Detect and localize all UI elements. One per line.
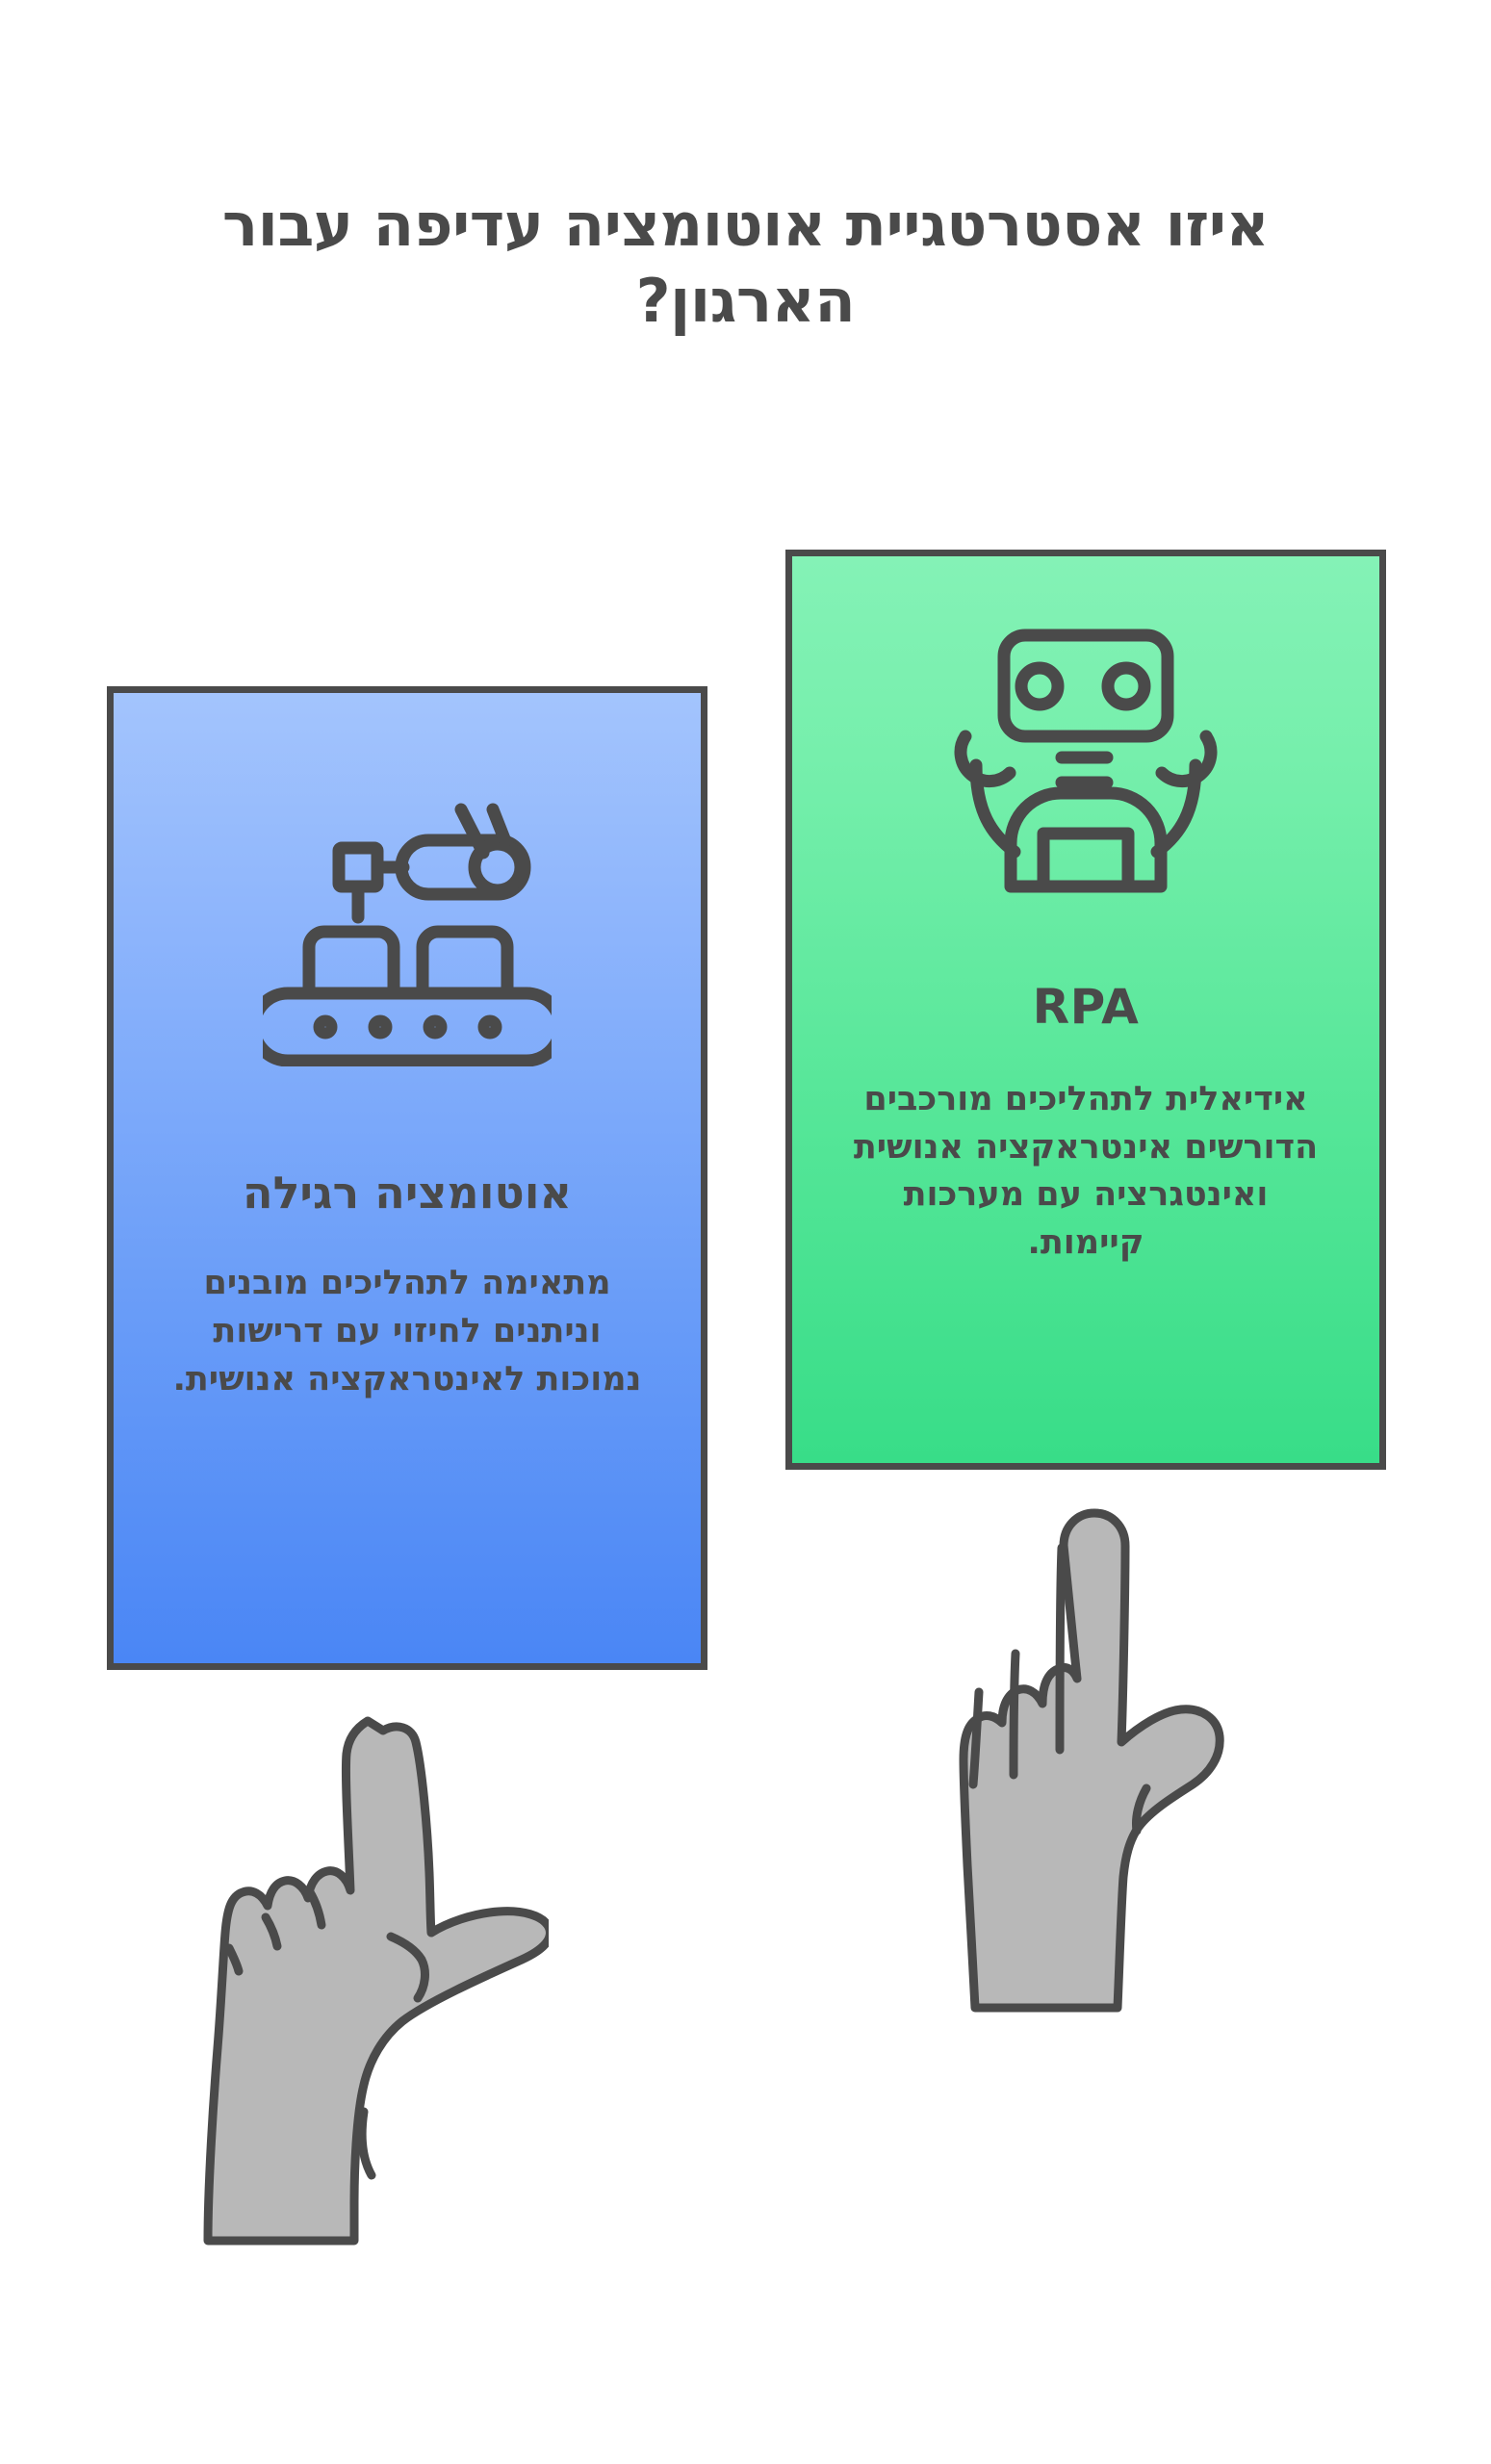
- pointing-hand-tilted-icon: [144, 1677, 549, 2350]
- card-heading-standard-automation: אוטומציה רגילה: [243, 1167, 573, 1219]
- card-body-rpa: אידיאלית לתהליכים מורכבים הדורשים אינטרא…: [853, 1080, 1319, 1263]
- card-heading-rpa: RPA: [1032, 979, 1140, 1035]
- card-standard-automation[interactable]: אוטומציה רגילה מתאימה לתהליכים מובנים ונ…: [107, 686, 707, 1670]
- card-rpa[interactable]: RPA אידיאלית לתהליכים מורכבים הדורשים אי…: [785, 550, 1386, 1470]
- conveyor-belt-robot-arm-icon: [263, 797, 552, 1066]
- pointing-hand-up-icon: [919, 1471, 1285, 2106]
- card-body-standard-automation: מתאימה לתהליכים מובנים וניתנים לחיזוי עם…: [172, 1264, 642, 1399]
- page-title: איזו אסטרטגיית אוטומציה עדיפה עבור הארגו…: [221, 189, 1270, 336]
- robot-icon: [941, 614, 1230, 893]
